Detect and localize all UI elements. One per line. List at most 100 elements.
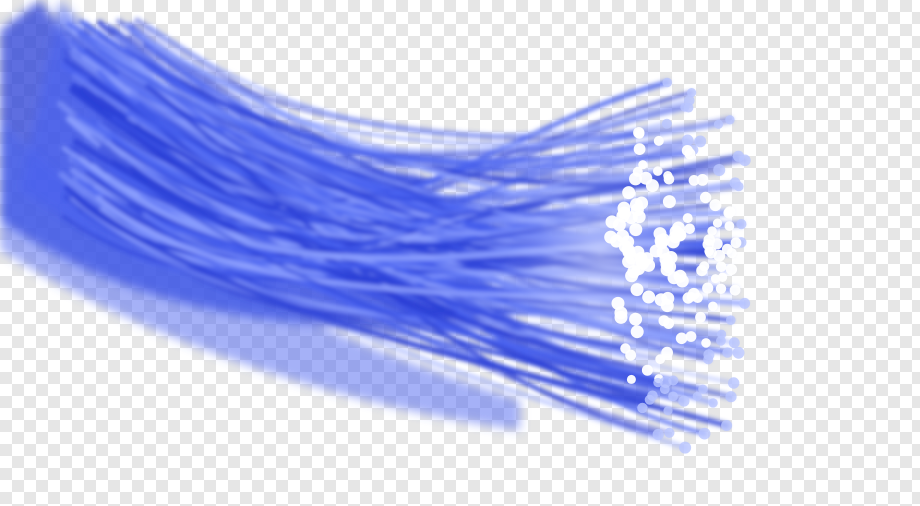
fiber-tip [679, 441, 692, 454]
fiber-tip [663, 173, 675, 185]
fiber-tip [659, 376, 672, 389]
fiber-tip [692, 391, 702, 401]
fiber-tip [684, 95, 695, 106]
fiber-tip [668, 391, 678, 402]
fiber-strand [147, 24, 691, 137]
fiber-tip [726, 315, 736, 326]
fiber-tip [627, 265, 641, 279]
fiber-tip [710, 274, 720, 284]
fiber-tip [630, 283, 644, 297]
fiber-tip [713, 249, 726, 262]
fiber-tip [654, 293, 668, 307]
fiber-tip [708, 301, 718, 312]
fiber-tip [653, 227, 667, 241]
fiber-tip [682, 213, 693, 224]
fiber-tip [713, 119, 724, 129]
fiber-tip [626, 374, 636, 384]
fiber-tip [732, 346, 745, 359]
fiber-tip [634, 252, 648, 265]
fiber-tip [611, 296, 625, 310]
fiber-tip [684, 223, 695, 235]
fiber-tip [703, 349, 715, 361]
fiber-tip [717, 272, 728, 282]
fiber-tip [688, 175, 700, 186]
fiber-strand [131, 173, 655, 398]
fiber-tip [620, 343, 631, 354]
fiber-tip [629, 172, 642, 186]
fiber-tip [703, 234, 716, 246]
core-glow [490, 135, 710, 375]
fiber-tip [634, 128, 645, 139]
fiber-tip [715, 283, 727, 294]
fiber-tip [621, 235, 635, 249]
fiber-tip [656, 245, 670, 259]
fiber-tip [728, 337, 740, 349]
fiber-tip [683, 102, 694, 113]
fiber-tip [698, 384, 708, 394]
fiber-tip [696, 174, 709, 186]
fiber-tip [730, 237, 742, 249]
fiber-tip [662, 77, 672, 88]
fiber-tip [699, 191, 712, 204]
fiber-tip [645, 179, 659, 193]
fiber-tip [610, 234, 623, 248]
fiber-tip [614, 310, 628, 324]
fiber-tip [726, 248, 737, 259]
fiber-tips [604, 77, 751, 454]
fiber-tip [653, 135, 664, 146]
fiber-tip-glow [490, 135, 710, 375]
fiber-tip [724, 221, 735, 231]
fiber-tip [682, 292, 694, 304]
fiber-tip [729, 284, 741, 296]
fiber-tip [629, 223, 643, 237]
fiber-tip [701, 338, 711, 348]
fiber-tip [625, 251, 639, 265]
fiber-tip [658, 315, 670, 327]
fiber-tip [667, 271, 681, 285]
fiber-tip [692, 292, 703, 303]
fiber-tip [708, 398, 718, 408]
fiber-tip [702, 282, 714, 294]
fiber-tip [724, 206, 736, 218]
fiber-tip [713, 164, 726, 176]
fiber-tip [642, 290, 656, 304]
fiber-tip [641, 364, 653, 376]
fiber-tip [629, 312, 643, 326]
fiber-tip [622, 186, 636, 200]
fiber-strand [64, 185, 730, 429]
fiber-tip [725, 115, 735, 125]
fiber-tip [709, 199, 722, 212]
fiber-tip [663, 260, 677, 274]
fiber-tip [716, 335, 726, 346]
fiber-tip [612, 218, 626, 232]
fiber-tip [681, 145, 694, 157]
fiber-tip [633, 143, 646, 156]
fiber-tip [715, 261, 727, 273]
fiber-tip [739, 297, 751, 309]
fiber-tip [725, 391, 737, 403]
fiber-tip [707, 226, 717, 236]
fiber-tip [695, 311, 706, 323]
fiber-tip [638, 160, 648, 170]
fiber-tip [663, 406, 673, 416]
fiber-tip [653, 166, 663, 176]
fiber-tip [678, 395, 690, 407]
fiber-tip [637, 402, 648, 414]
fiber-tip [632, 210, 646, 224]
fiber-tip [662, 195, 676, 209]
fiber-tip [687, 88, 697, 98]
fiber-tip [712, 218, 723, 228]
fiber-strand [145, 83, 661, 437]
fiber-tip [728, 377, 740, 389]
fiber-tip [647, 390, 658, 402]
fiber-tip [739, 154, 751, 167]
fiber-tip [635, 196, 649, 210]
fiber-tip [675, 332, 688, 345]
fiber-tip [722, 347, 733, 358]
fiber-tip [666, 235, 680, 249]
fiber-tip [652, 428, 664, 441]
fiber-tip [698, 427, 711, 440]
fiber-tip [694, 135, 707, 148]
